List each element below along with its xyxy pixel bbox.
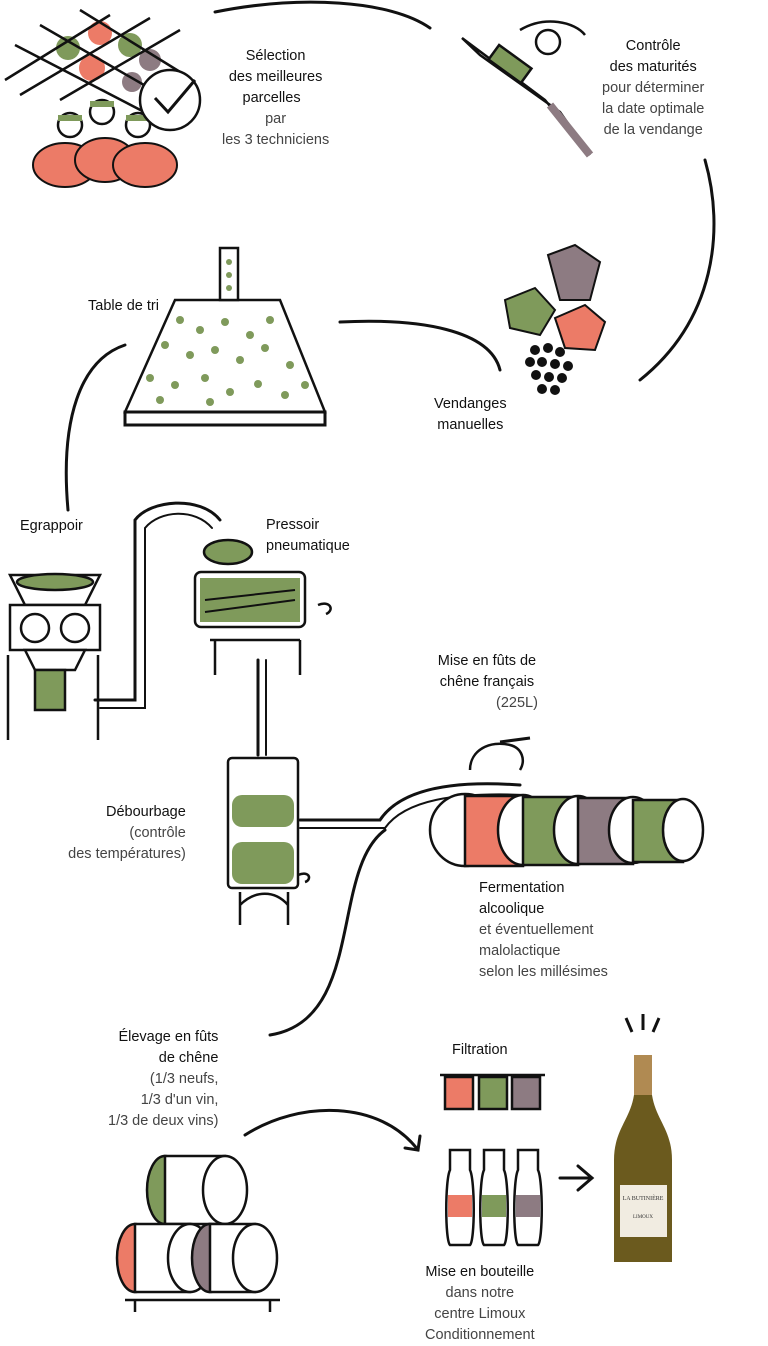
step-table-tri-title: Table de tri xyxy=(88,298,159,314)
step-vendanges-title-1: Vendanges xyxy=(434,396,507,412)
flow-arrow-bouteille xyxy=(558,1164,595,1192)
step-debourbage: Débourbage (contrôle des températures) xyxy=(60,802,186,865)
step-fermentation: Fermentation alcoolique et éventuellemen… xyxy=(479,878,608,983)
flow-line-controle-vendanges xyxy=(638,158,716,382)
step-egrappoir-title: Egrappoir xyxy=(20,518,83,534)
step-fermentation-sub-1: et éventuellement xyxy=(479,922,594,938)
flow-line-egrappoir-pressoir xyxy=(93,501,222,702)
step-futs-title-1: Mise en fûts de xyxy=(437,653,537,669)
step-controle-sub-1: pour déterminer xyxy=(602,80,705,96)
destemmer-illustration xyxy=(6,572,103,740)
step-elevage-title-1: Élevage en fûts xyxy=(118,1029,219,1045)
vine-grapes-illustration xyxy=(503,243,607,395)
step-bouteille: Mise en bouteille dans notre centre Limo… xyxy=(425,1262,535,1346)
step-pressoir-title-1: Pressoir xyxy=(266,517,320,533)
step-futs: Mise en fûts de chêne français (225L) xyxy=(436,651,538,714)
step-selection-sub-2: les 3 techniciens xyxy=(222,132,330,148)
step-elevage-sub-2: 1/3 d'un vin, xyxy=(140,1092,219,1108)
step-controle-sub-2: la date optimale xyxy=(602,101,705,117)
step-bouteille-sub-2: centre Limoux xyxy=(434,1306,526,1322)
step-elevage-title-2: de chêne xyxy=(158,1050,219,1066)
step-fermentation-title-2: alcoolique xyxy=(479,901,545,917)
fermentation-barrels-illustration xyxy=(428,736,705,868)
sorting-table-illustration xyxy=(123,246,327,427)
flow-line-debourbage-futs xyxy=(298,782,522,822)
flow-line-elevage-filtration xyxy=(243,1108,420,1152)
step-selection-sub-1: par xyxy=(265,111,287,127)
press-illustration xyxy=(193,538,332,675)
step-controle: Contrôle des maturités pour déterminer l… xyxy=(602,36,704,141)
step-bouteille-title: Mise en bouteille xyxy=(425,1264,535,1280)
bottle-label-brand: LA BUTINIÈRE xyxy=(623,1194,664,1202)
step-fermentation-sub-2: malolactique xyxy=(479,943,561,959)
step-filtration: Filtration xyxy=(452,1040,508,1061)
settling-tank-illustration xyxy=(226,756,311,925)
step-elevage-sub-1: (1/3 neufs, xyxy=(149,1071,219,1087)
step-pressoir: Pressoir pneumatique xyxy=(266,515,350,557)
bottle-label-appellation: LIMOUX xyxy=(633,1215,653,1220)
step-bouteille-sub-1: dans notre xyxy=(445,1285,515,1301)
wine-bottle-illustration: LA BUTINIÈRE LIMOUX xyxy=(614,1014,672,1262)
step-controle-sub-3: de la vendange xyxy=(603,122,703,138)
step-selection-title-2: des meilleures xyxy=(228,69,323,85)
flow-line-table-egrappoir xyxy=(64,343,127,512)
step-vendanges: Vendanges manuelles xyxy=(434,394,507,436)
aging-barrels-illustration xyxy=(115,1154,280,1312)
selection-illustration xyxy=(4,8,202,188)
step-elevage: Élevage en fûts de chêne (1/3 neufs, 1/3… xyxy=(108,1027,218,1132)
step-filtration-title: Filtration xyxy=(452,1042,508,1058)
step-egrappoir: Egrappoir xyxy=(20,516,83,537)
step-bouteille-sub-3: Conditionnement xyxy=(425,1327,535,1343)
step-selection-title-3: parcelles xyxy=(242,90,301,106)
filtration-bottles-illustration xyxy=(440,1073,545,1247)
step-controle-title-1: Contrôle xyxy=(625,38,681,54)
step-pressoir-title-2: pneumatique xyxy=(266,538,350,554)
step-debourbage-sub-2: des températures) xyxy=(68,846,186,862)
step-futs-title-2: chêne français xyxy=(439,674,535,690)
flow-line-vendanges-table xyxy=(338,319,502,372)
step-debourbage-sub-1: (contrôle xyxy=(129,825,186,841)
flow-line-fermentation-elevage xyxy=(268,828,387,1037)
flow-line-selection-controle xyxy=(213,0,432,30)
refractometer-illustration xyxy=(461,20,594,158)
step-selection-title-1: Sélection xyxy=(245,48,306,64)
step-vendanges-title-2: manuelles xyxy=(437,417,504,433)
step-table-tri: Table de tri xyxy=(88,296,159,317)
step-elevage-sub-3: 1/3 de deux vins) xyxy=(108,1113,219,1129)
step-controle-title-2: des maturités xyxy=(609,59,697,75)
step-debourbage-title: Débourbage xyxy=(106,804,186,820)
step-futs-sub-1: (225L) xyxy=(496,695,538,711)
step-selection: Sélection des meilleures parcelles par l… xyxy=(222,46,329,151)
step-fermentation-sub-3: selon les millésimes xyxy=(479,964,608,980)
step-fermentation-title-1: Fermentation xyxy=(479,880,565,896)
